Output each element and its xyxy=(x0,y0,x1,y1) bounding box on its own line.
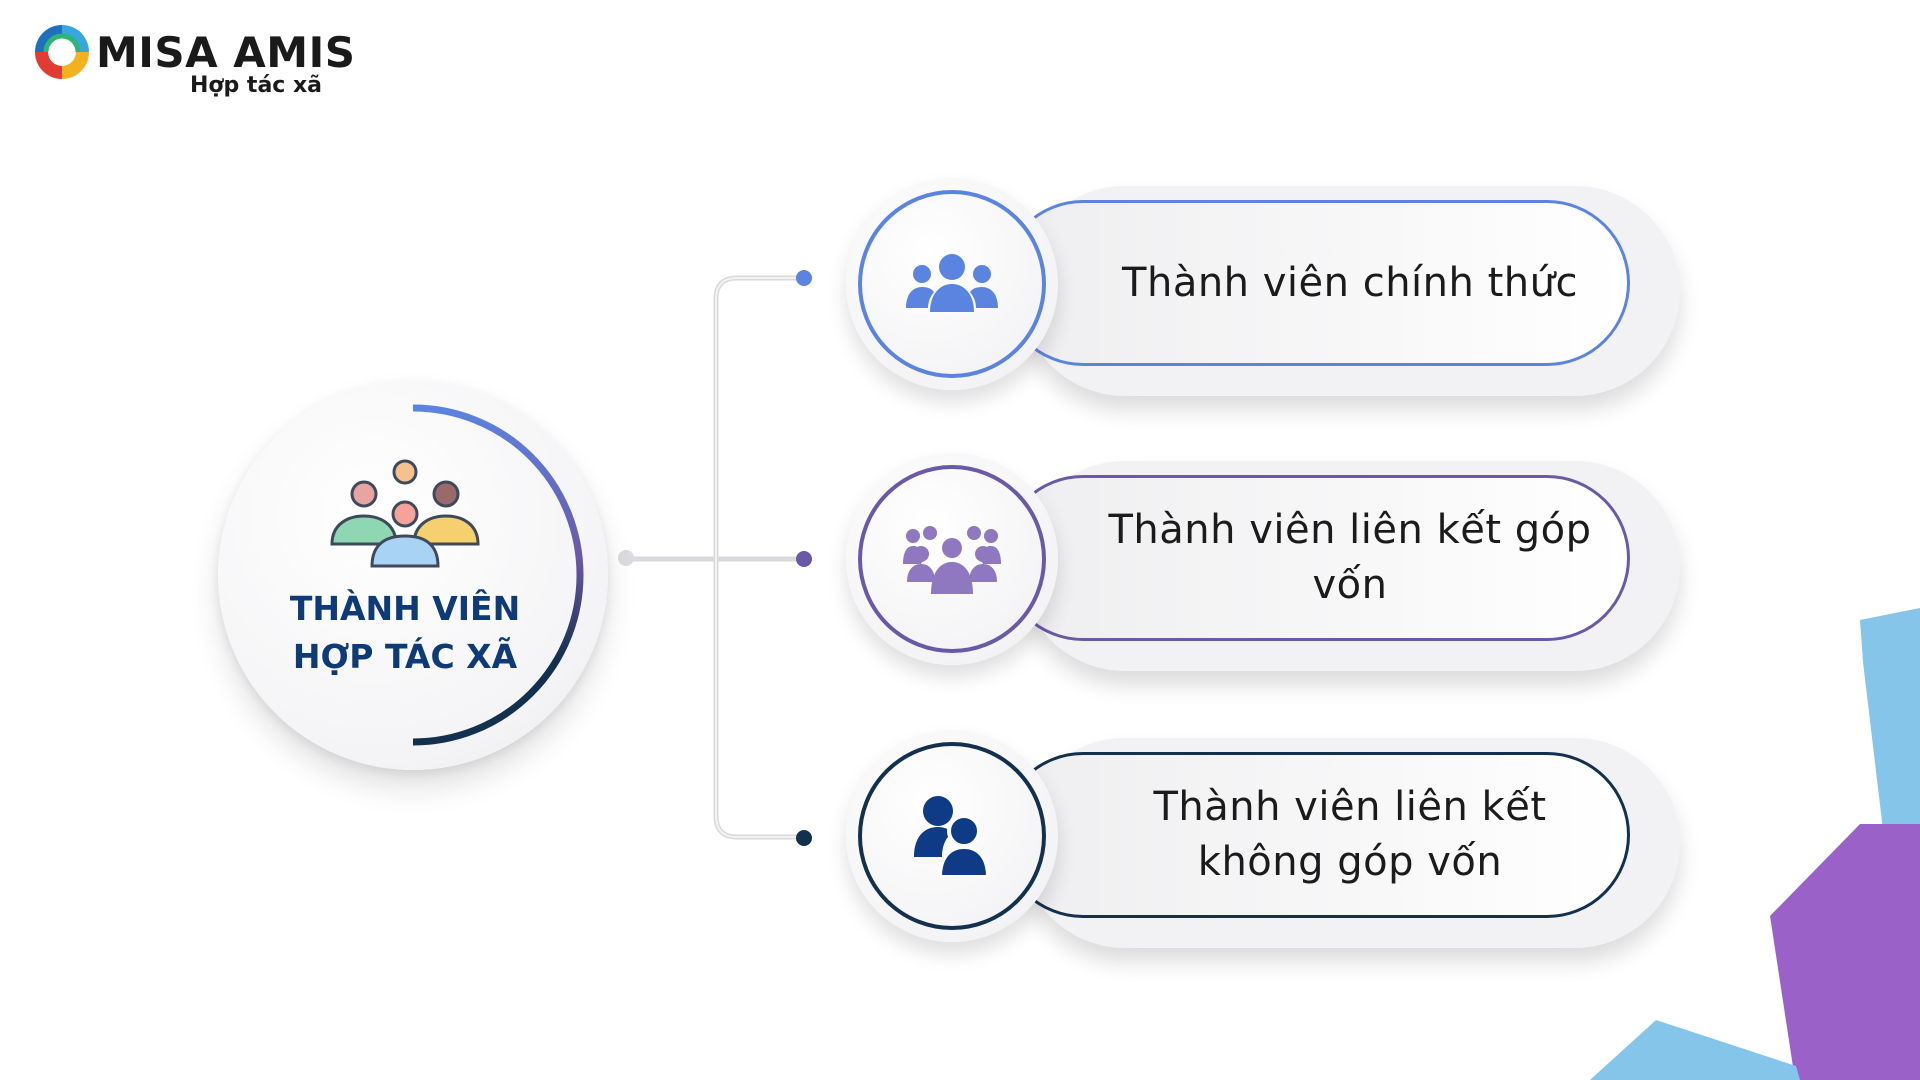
hub-title-line1: THÀNH VIÊN xyxy=(289,589,521,628)
card-label: Thành viên liên kết góp vốn xyxy=(1108,507,1592,608)
card-label: Thành viên liên kết không góp vốn xyxy=(1153,784,1547,885)
corner-decoration xyxy=(1590,608,1920,1080)
member-card-capital: Thành viên liên kết góp vốn xyxy=(846,453,1680,671)
misa-logo-icon xyxy=(35,25,89,79)
hub-connector-dot xyxy=(618,550,634,566)
users-icon xyxy=(914,796,991,877)
member-card-official: Thành viên chính thức xyxy=(846,178,1680,396)
card-pill xyxy=(1000,200,1630,366)
connector-dot-1 xyxy=(796,270,812,286)
connector-dot-3 xyxy=(796,830,812,846)
card-label: Thành viên chính thức xyxy=(1122,259,1578,306)
card-ring xyxy=(858,465,1046,653)
team-icon xyxy=(906,254,998,312)
brand-subtitle: Hợp tác xã xyxy=(190,73,323,98)
hub-title: THÀNH VIÊN HỢP TÁC XÃ xyxy=(260,585,550,681)
member-card-noncapital: Thành viên liên kết không góp vốn xyxy=(846,730,1680,948)
connector-dot-2 xyxy=(796,551,812,567)
card-ring xyxy=(858,742,1046,930)
brand-name: MISA AMIS xyxy=(96,28,356,77)
card-pill xyxy=(1000,752,1630,918)
brand-logo: MISA AMIS Hợp tác xã xyxy=(32,22,355,102)
hub-circle xyxy=(218,380,608,770)
crowd-icon xyxy=(903,526,1001,594)
group-of-people-icon xyxy=(330,459,480,568)
card-ring xyxy=(858,190,1046,378)
hub-progress-ring xyxy=(412,404,584,746)
card-pill xyxy=(1000,475,1630,641)
hub-title-line2: HỢP TÁC XÃ xyxy=(292,637,518,676)
